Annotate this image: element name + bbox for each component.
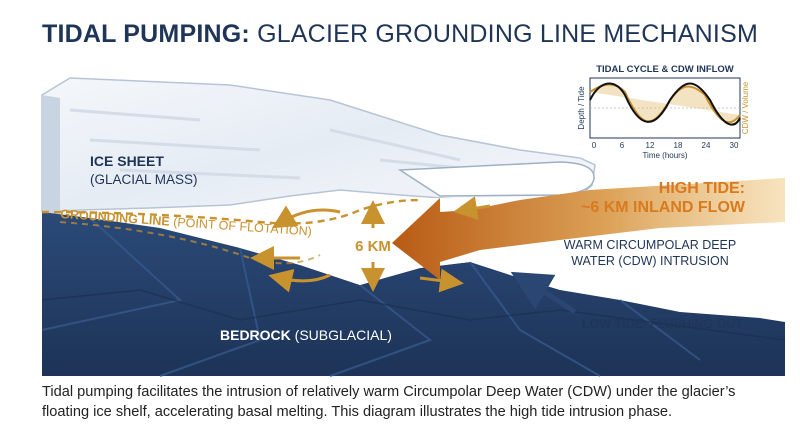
cdw-label-line1: WARM CIRCUMPOLAR DEEP — [564, 238, 736, 252]
six-km-label: 6 KM — [355, 238, 391, 255]
ice-side-face — [42, 95, 60, 215]
title-rest: GLACIER GROUNDING LINE MECHANISM — [257, 20, 758, 48]
cdw-label-line2: WATER (CDW) INTRUSION — [571, 254, 729, 268]
low-tide-arrow — [510, 271, 577, 315]
inset-title: TIDAL CYCLE & CDW INFLOW — [596, 64, 734, 75]
ice-sheet-sublabel: (GLACIAL MASS) — [90, 172, 198, 187]
inland-flow-label: ~6 KM INLAND FLOW — [581, 199, 746, 216]
diagram-illustration: 6 KM ICE SHEET (GLACIAL MASS) GROUNDING … — [41, 64, 786, 377]
cdw-flow-arrow — [392, 178, 785, 280]
inset-tick-6: 6 — [620, 141, 625, 150]
inset-tick-0: 0 — [592, 141, 597, 150]
high-tide-label: HIGH TIDE: — [659, 180, 745, 197]
inset-ylabel-right: CDW / Volume — [741, 81, 750, 134]
inset-tick-30: 30 — [730, 141, 739, 150]
bedrock-label: BEDROCK (SUBGLACIAL) — [220, 327, 392, 343]
page-title: TIDAL PUMPING: GLACIER GROUNDING LINE ME… — [0, 20, 800, 49]
cavity-flow-arrow — [419, 268, 464, 293]
left-flow-arrow-bottom — [268, 269, 331, 293]
caption: Tidal pumping facilitates the intrusion … — [42, 384, 736, 420]
bedrock-facets — [41, 217, 701, 377]
ice-sheet-label: ICE SHEET — [90, 153, 164, 169]
low-tide-label: LOW TIDE: FLUSHING OUT — [582, 317, 743, 331]
inset-ylabel-left: Depth / Tide — [577, 86, 586, 130]
bedrock-strata — [41, 289, 786, 341]
bedrock — [42, 212, 785, 376]
inset-tick-18: 18 — [674, 141, 683, 150]
tide-depth-curve — [589, 82, 741, 126]
left-flow-arrow-upper — [271, 205, 341, 229]
shelf-flow-arrow — [453, 196, 491, 220]
inset-tick-24: 24 — [702, 141, 711, 150]
inset-xlabel: Time (hours) — [642, 151, 687, 160]
tidal-cycle-inset: TIDAL CYCLE & CDW INFLOW Depth / Tide CD… — [577, 64, 750, 160]
title-bold: TIDAL PUMPING: — [42, 20, 250, 48]
ice-texture — [69, 108, 561, 180]
inset-tick-12: 12 — [646, 141, 655, 150]
